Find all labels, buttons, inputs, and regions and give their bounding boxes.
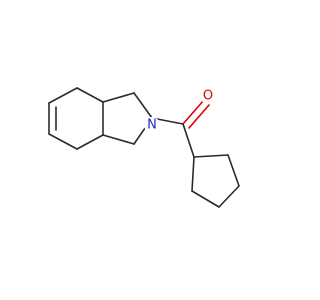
atom-oxygen: O (200, 88, 216, 104)
bond-carbonylc-o-double (188, 104, 210, 129)
bond-c2-c3 (48, 87, 78, 104)
cyclopentane-ring (191, 154, 240, 208)
bond-cp5-cp1 (191, 156, 195, 192)
nitrogen-label: N (147, 118, 157, 133)
bond-c4-c5 (48, 133, 78, 150)
bond-ch2top-n (133, 92, 153, 119)
bond-cp2-cp3 (227, 154, 240, 187)
pyrrolidine-ring (102, 92, 153, 145)
bond-cp1-cp2 (193, 154, 229, 158)
bond-ch2bottom-c6 (102, 134, 135, 145)
bond-carbonylc-o (182, 99, 205, 125)
bond-carbonylc-cp (182, 123, 195, 158)
oxygen-label: O (203, 89, 213, 104)
carbonyl-group (151, 99, 210, 158)
bond-c1-ch2top (102, 92, 135, 103)
cyclohexene-ring (48, 87, 104, 150)
molecule-structure: N O (48, 87, 240, 208)
bond-c1-c2 (76, 87, 104, 103)
bond-cp3-cp4 (218, 185, 240, 208)
atom-nitrogen: N (144, 117, 160, 133)
bond-c5-c6 (76, 134, 104, 150)
bond-cp4-cp5 (191, 190, 220, 208)
molecule-canvas: N O (48, 87, 240, 208)
